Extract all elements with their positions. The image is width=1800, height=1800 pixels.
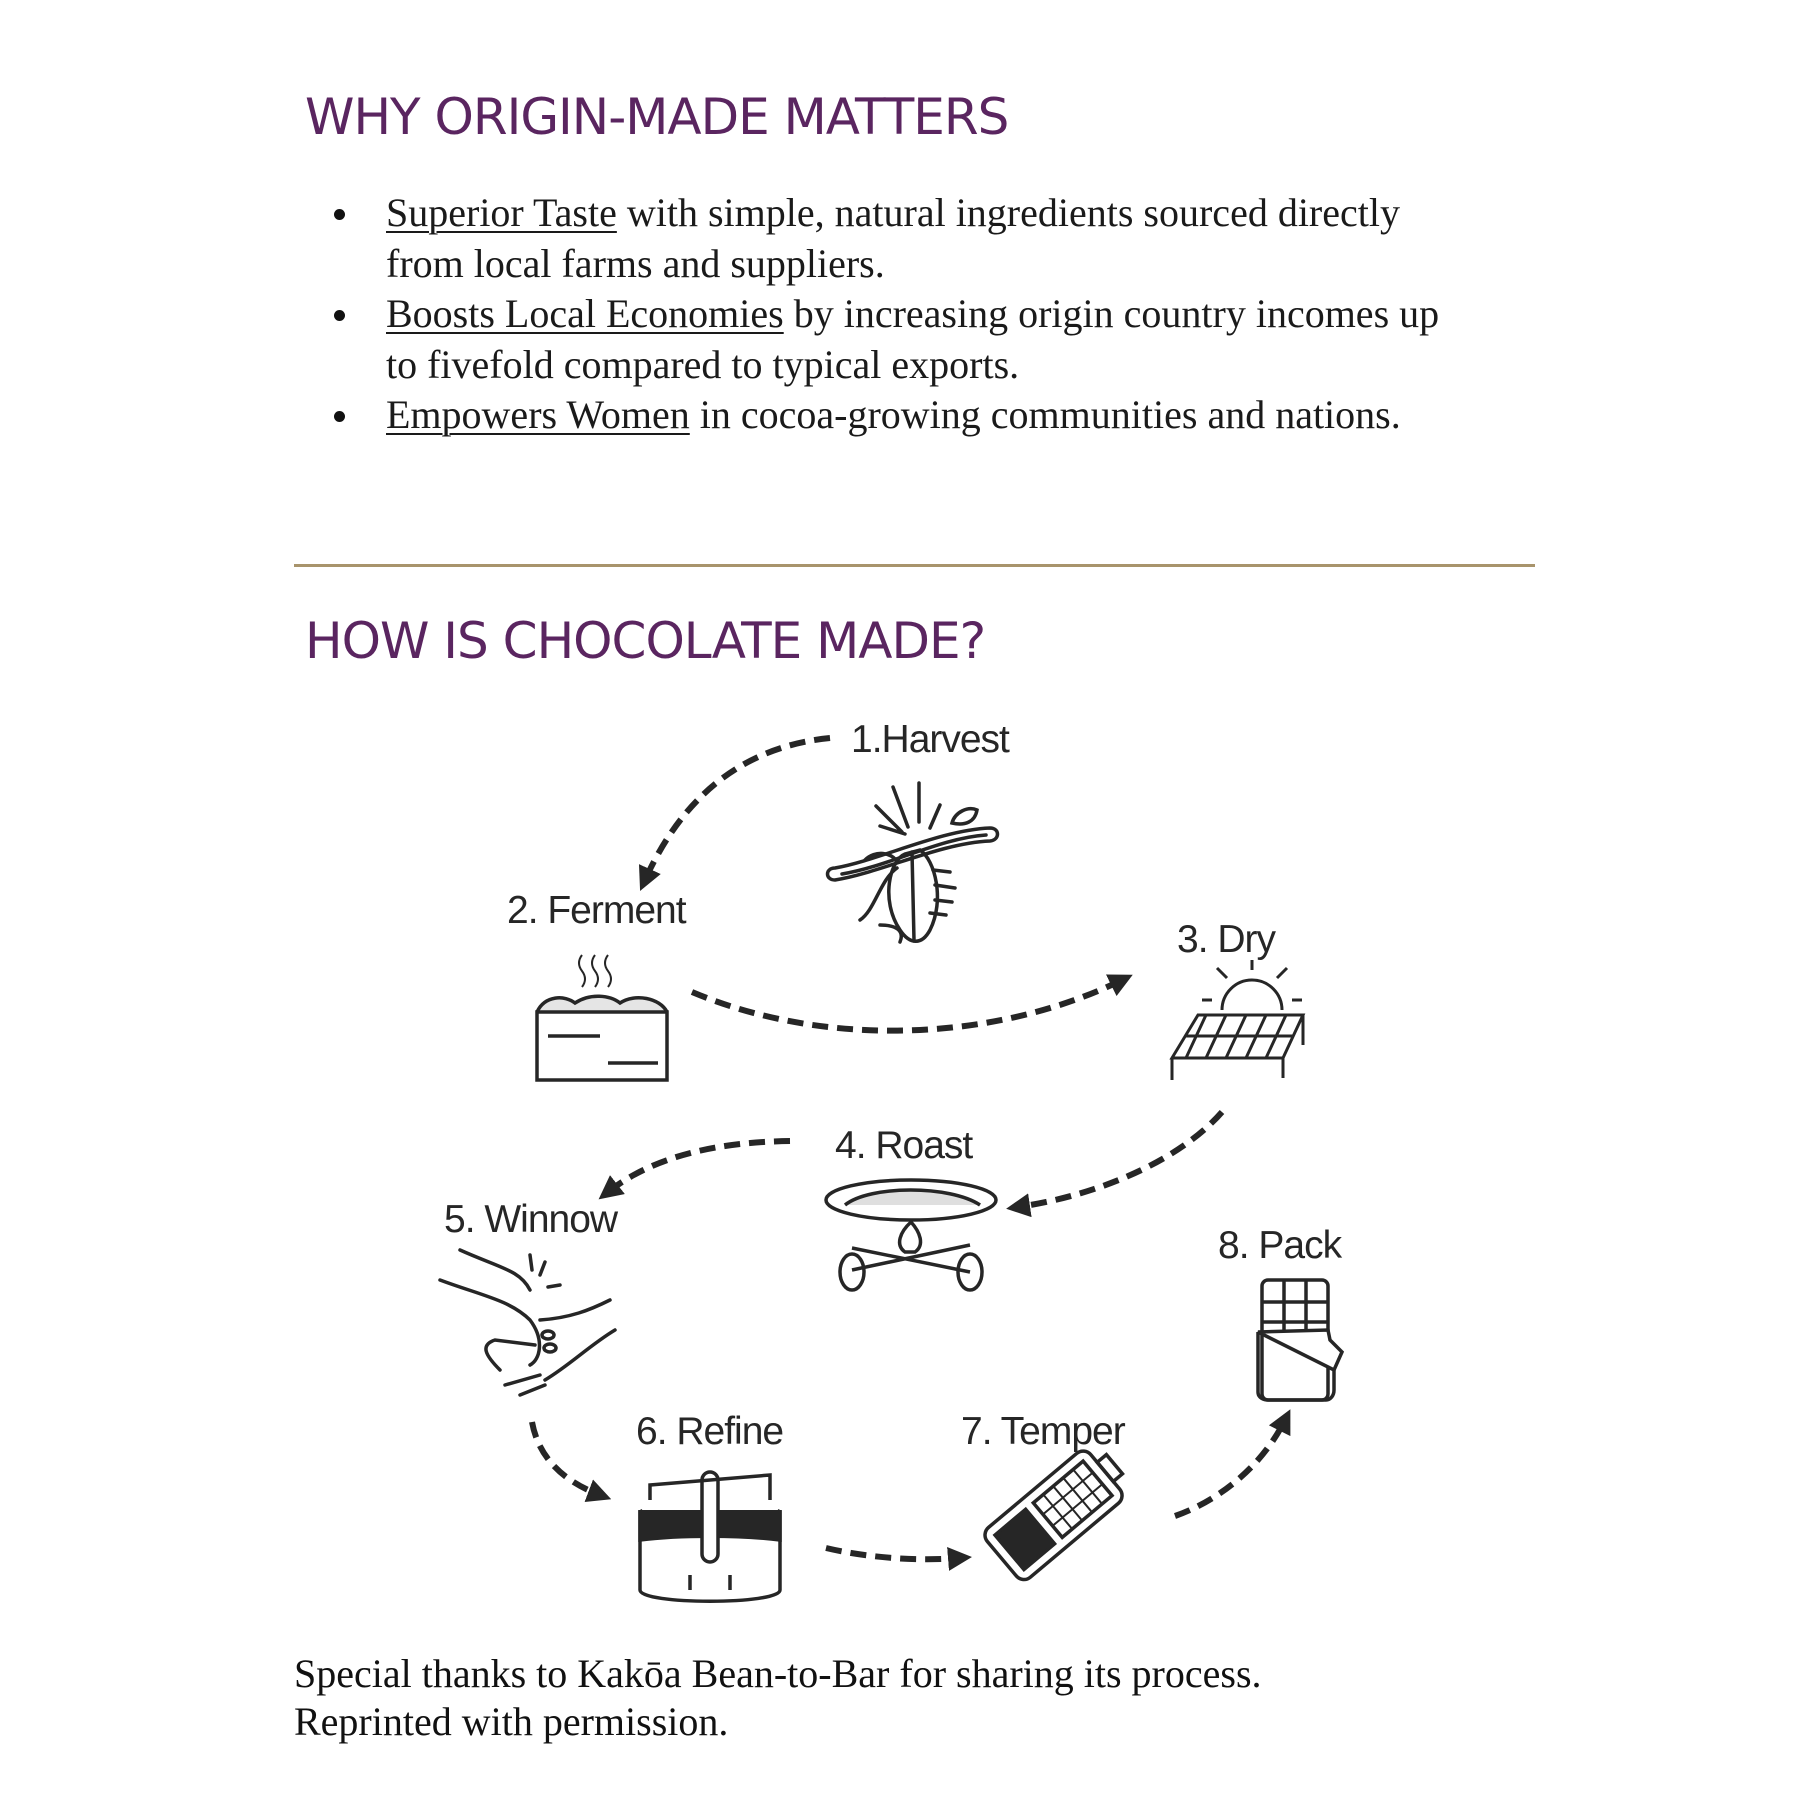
benefit-item: Empowers Women in cocoa-growing communit… bbox=[330, 390, 1450, 441]
benefit-text: with simple, natural ingredients sourced… bbox=[386, 190, 1400, 286]
section-title-why-origin-made: WHY ORIGIN-MADE MATTERS bbox=[305, 88, 1009, 146]
step-label-harvest: 1.Harvest bbox=[851, 718, 1010, 761]
section-title-how-chocolate-made: HOW IS CHOCOLATE MADE? bbox=[305, 612, 986, 670]
step-label-refine: 6. Refine bbox=[636, 1410, 784, 1453]
bullet-icon bbox=[334, 209, 345, 220]
roasting-pan-fire-icon bbox=[824, 1178, 998, 1292]
cacao-pod-hand-icon bbox=[825, 781, 1000, 944]
bullet-icon bbox=[334, 310, 345, 321]
step-label-pack: 8. Pack bbox=[1218, 1224, 1342, 1267]
benefit-emphasis: Boosts Local Economies bbox=[386, 291, 784, 336]
benefit-text: in cocoa-growing communities and nations… bbox=[689, 392, 1401, 437]
section-divider bbox=[294, 564, 1535, 567]
drying-rack-sun-icon bbox=[1169, 960, 1306, 1080]
step-label-ferment: 2. Ferment bbox=[507, 889, 687, 932]
winnowing-hands-icon bbox=[438, 1248, 617, 1397]
credits-line-1: Special thanks to Kakōa Bean-to-Bar for … bbox=[294, 1651, 1262, 1696]
step-label-winnow: 5. Winnow bbox=[444, 1198, 618, 1241]
benefit-text: by increasing origin country incomes up … bbox=[386, 291, 1440, 387]
benefit-emphasis: Superior Taste bbox=[386, 190, 617, 235]
tempering-mold-icon bbox=[983, 1449, 1125, 1582]
step-label-temper: 7. Temper bbox=[961, 1410, 1126, 1453]
step-label-roast: 4. Roast bbox=[835, 1124, 973, 1167]
refiner-grinder-icon bbox=[638, 1470, 782, 1603]
benefit-item: Superior Taste with simple, natural ingr… bbox=[330, 188, 1450, 289]
benefits-list: Superior Taste with simple, natural ingr… bbox=[330, 188, 1450, 441]
fermenting-box-icon bbox=[535, 954, 669, 1082]
benefit-emphasis: Empowers Women bbox=[386, 392, 690, 437]
bullet-icon bbox=[334, 411, 345, 422]
credits: Special thanks to Kakōa Bean-to-Bar for … bbox=[294, 1650, 1262, 1746]
benefit-item: Boosts Local Economies by increasing ori… bbox=[330, 289, 1450, 390]
step-label-dry: 3. Dry bbox=[1177, 918, 1276, 961]
process-arrows bbox=[529, 735, 1291, 1571]
credits-line-2: Reprinted with permission. bbox=[294, 1699, 729, 1744]
wrapped-chocolate-bar-icon bbox=[1256, 1278, 1345, 1402]
